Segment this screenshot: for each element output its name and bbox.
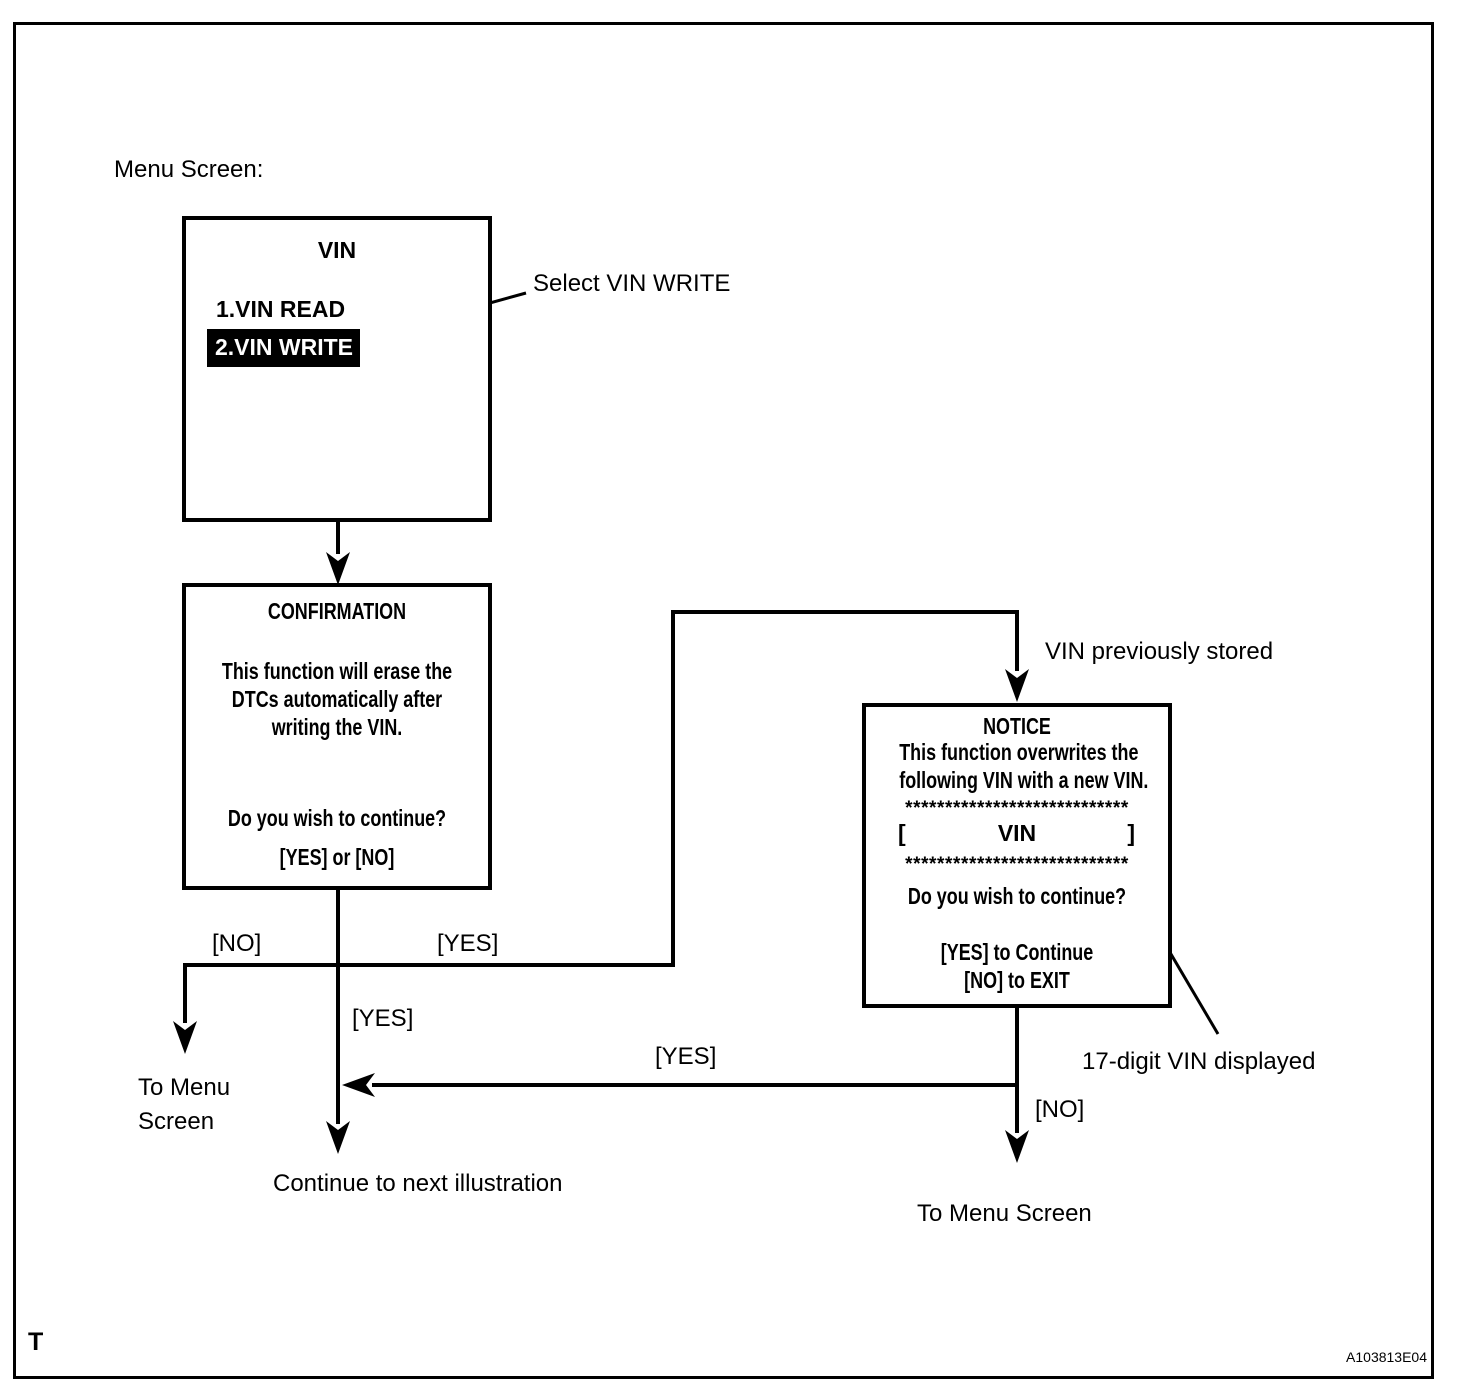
- notice-screen: NOTICE This function overwrites the foll…: [862, 703, 1172, 1008]
- vin-menu-item-read: 1.VIN READ: [216, 296, 346, 322]
- to-menu-left-line1: To Menu: [138, 1074, 231, 1101]
- to-menu-screen-left-label: To Menu Screen: [138, 1071, 230, 1139]
- arrowhead-continue-down: [326, 1121, 350, 1154]
- confirmation-body-line2: DTCs automatically after: [231, 686, 443, 712]
- branch-label-no-right: [NO]: [1035, 1096, 1085, 1123]
- vin-menu-screen: VIN 1.VIN READ 2.VIN WRITE: [182, 216, 492, 522]
- notice-title: NOTICE: [983, 713, 1051, 739]
- corner-letter: T: [28, 1328, 44, 1356]
- connector-yes-to-notice: [671, 610, 1019, 967]
- confirmation-screen: CONFIRMATION This function will erase th…: [182, 583, 492, 890]
- notice-stars-bottom: ****************************: [905, 854, 1129, 875]
- arrowhead-into-notice: [1005, 669, 1029, 702]
- branch-label-yes-return: [YES]: [655, 1043, 717, 1070]
- branch-label-yes-mid: [YES]: [352, 1005, 414, 1032]
- arrowhead-notice-no-down: [1005, 1130, 1029, 1163]
- confirmation-title: CONFIRMATION: [267, 598, 407, 624]
- to-menu-left-line2: Screen: [138, 1108, 215, 1135]
- confirmation-body-line3: writing the VIN.: [271, 714, 403, 740]
- vin-menu-item-write: 2.VIN WRITE: [215, 334, 354, 361]
- confirmation-options: [YES] or [NO]: [279, 844, 395, 870]
- arrowhead-no-left: [173, 1021, 197, 1054]
- to-menu-screen-right-label: To Menu Screen: [917, 1200, 1092, 1227]
- arrowhead-yes-return-left: [342, 1073, 375, 1097]
- notice-option-yes: [YES] to Continue: [940, 939, 1094, 965]
- arrowhead-into-confirmation: [326, 552, 350, 585]
- notice-bracket-close: ]: [1127, 820, 1135, 846]
- notice-vin-label: VIN: [997, 820, 1037, 846]
- notice-body-line1: This function overwrites the: [899, 739, 1139, 765]
- notice-bracket-open: [: [898, 820, 906, 846]
- notice-body-line2: following VIN with a new VIN.: [899, 767, 1149, 793]
- confirmation-question: Do you wish to continue?: [227, 805, 447, 831]
- figure-id: A103813E04: [1346, 1349, 1427, 1365]
- continue-next-illustration-label: Continue to next illustration: [273, 1170, 563, 1197]
- seventeen-digit-vin-callout: 17-digit VIN displayed: [1082, 1048, 1316, 1075]
- notice-stars-top: ****************************: [905, 798, 1129, 819]
- page-border: [13, 22, 1434, 1379]
- branch-label-no-left: [NO]: [212, 930, 262, 957]
- confirmation-body-line1: This function will erase the: [221, 658, 453, 684]
- vin-previously-stored-callout: VIN previously stored: [1045, 638, 1274, 665]
- notice-vin-display-row: [ VIN ]: [866, 820, 1168, 849]
- notice-option-no: [NO] to EXIT: [964, 967, 1070, 993]
- menu-screen-label: Menu Screen:: [114, 156, 264, 183]
- vin-screen-title: VIN: [317, 237, 357, 263]
- notice-question: Do you wish to continue?: [907, 883, 1127, 909]
- branch-label-yes-top: [YES]: [437, 930, 499, 957]
- select-vin-write-callout: Select VIN WRITE: [533, 270, 731, 297]
- vin-menu-item-write-highlight: 2.VIN WRITE: [207, 329, 360, 367]
